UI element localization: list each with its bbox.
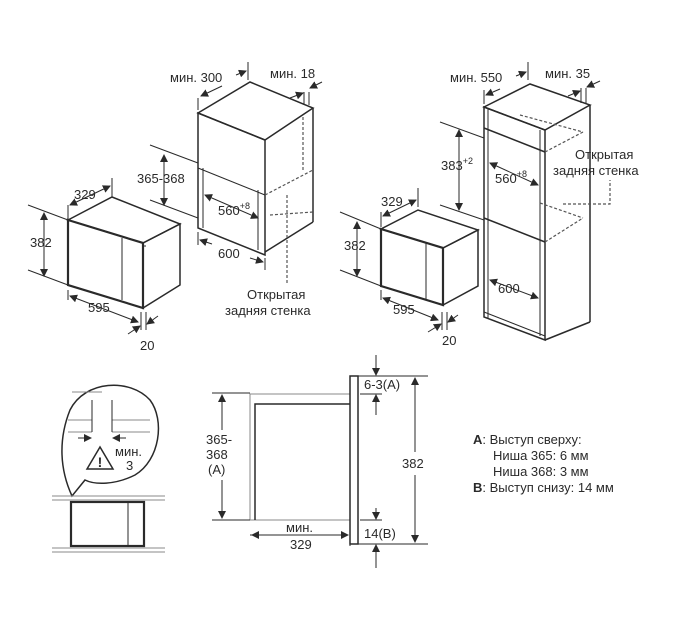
label-depth-329-b: 329	[290, 537, 312, 552]
label-min-35: мин. 35	[545, 66, 590, 81]
label-niche-365: 365-	[206, 432, 232, 447]
label-gap-3: 3	[126, 458, 133, 473]
label-open-back-r1: Открытая	[575, 147, 633, 162]
label-niche-height-r: 383+2	[441, 156, 473, 173]
label-niche-width-r: 560+8	[495, 169, 527, 186]
microwave-right	[379, 209, 480, 307]
label-top-protrusion: 6-3(A)	[364, 377, 400, 392]
label-gap-min: мин.	[115, 444, 142, 459]
label-min-18: мин. 18	[270, 66, 315, 81]
label-niche-width: 560+8	[218, 201, 250, 218]
legend-a-text: : Выступ сверху:	[482, 432, 582, 447]
legend-a-sub2: Ниша 368: 3 мм	[493, 464, 589, 479]
microwave-left	[66, 196, 182, 310]
label-cabinet-width-r: 600	[498, 281, 520, 296]
label-cabinet-width: 600	[218, 246, 240, 261]
label-height-382: 382	[30, 235, 52, 250]
panel-top-right: 329 382 595 20	[339, 62, 639, 348]
legend-a-key: A	[473, 432, 483, 447]
label-depth-min: мин.	[286, 520, 313, 535]
label-niche-a: (A)	[208, 462, 225, 477]
label-depth-329: 329	[74, 187, 96, 202]
panel-top-left: 329 382 595 20	[27, 62, 323, 353]
panel-bottom-middle: 365- 368 (A) мин. 329 6-3(A) 382 14(B)	[206, 355, 428, 568]
label-open-back-1: Открытая	[247, 287, 305, 302]
legend-a-sub1: Ниша 365: 6 мм	[493, 448, 589, 463]
label-niche-height: 365-368	[137, 171, 185, 186]
label-min-300: мин. 300	[170, 70, 222, 85]
label-width-595: 595	[88, 300, 110, 315]
legend-b: B: Выступ снизу: 14 мм	[473, 480, 614, 496]
cabinet-wall	[196, 81, 315, 285]
label-open-back-r2: задняя стенка	[553, 163, 639, 178]
label-min-550: мин. 550	[450, 70, 502, 85]
label-height-382-r: 382	[344, 238, 366, 253]
svg-text:!: !	[98, 454, 103, 470]
legend-b-text: : Выступ снизу: 14 мм	[482, 480, 614, 495]
legend-a: A: Выступ сверху:	[473, 432, 614, 448]
label-niche-368: 368	[206, 447, 228, 462]
label-bottom-protrusion: 14(B)	[364, 526, 396, 541]
label-open-back-2: задняя стенка	[225, 303, 311, 318]
label-protrusion-20-r: 20	[442, 333, 456, 348]
label-depth-329-r: 329	[381, 194, 403, 209]
warning-triangle-icon: !	[85, 445, 115, 470]
label-width-595-r: 595	[393, 302, 415, 317]
tall-cabinet	[482, 83, 611, 342]
label-protrusion-20: 20	[140, 338, 154, 353]
legend-b-key: B	[473, 480, 483, 495]
panel-bottom-left: ! мин. 3	[52, 384, 165, 553]
legend: A: Выступ сверху: Ниша 365: 6 мм Ниша 36…	[473, 432, 614, 496]
label-total-382: 382	[402, 456, 424, 471]
